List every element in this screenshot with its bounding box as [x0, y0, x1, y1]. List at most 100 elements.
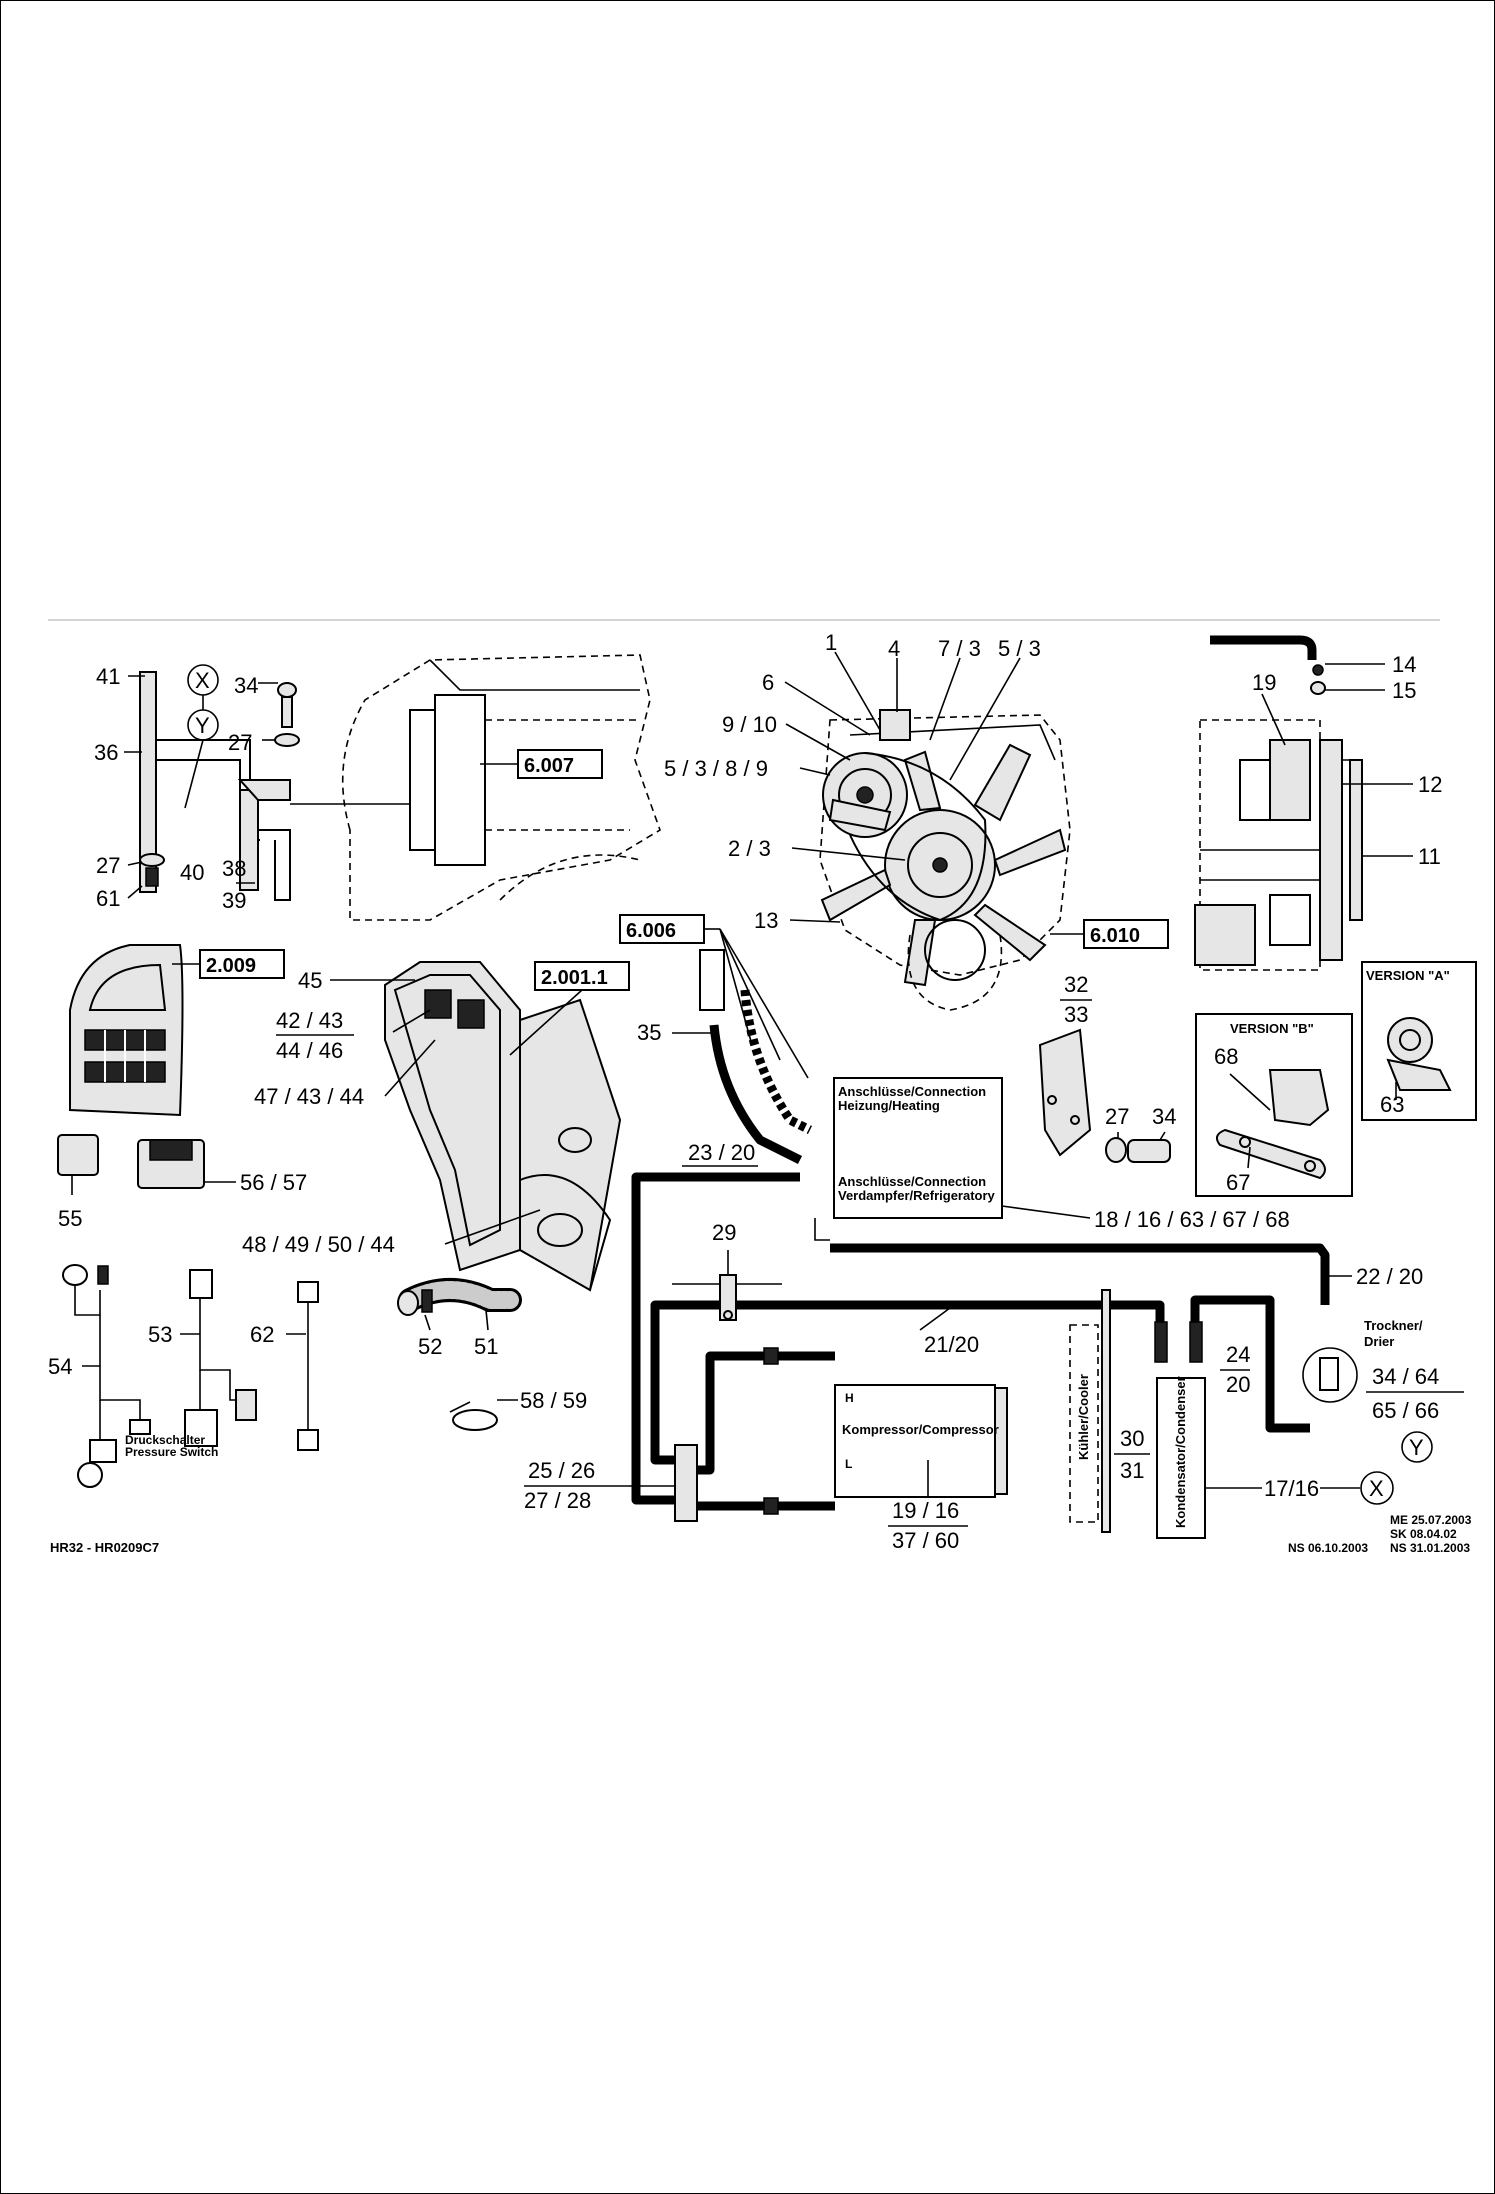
nut-15 — [1310, 681, 1326, 695]
radiator-12 — [1319, 739, 1343, 961]
label-22-20: 22 / 20 — [1356, 1264, 1423, 1289]
label-55: 55 — [58, 1206, 82, 1231]
label-47-43-44: 47 / 43 / 44 — [254, 1084, 364, 1109]
cooler-rod-30 — [1101, 1289, 1111, 1533]
washer-27-mid — [1105, 1137, 1127, 1163]
revision-3: NS 06.10.2003 — [1288, 1541, 1368, 1555]
version-a-box: VERSION "A" 63 — [1361, 961, 1477, 1121]
svg-text:Drier: Drier — [1364, 1334, 1394, 1349]
hose-51 — [397, 1278, 522, 1316]
label-52: 52 — [418, 1334, 442, 1359]
label-24: 24 — [1226, 1342, 1250, 1367]
label-58-59: 58 / 59 — [520, 1388, 587, 1413]
label-37-60: 37 / 60 — [892, 1528, 959, 1553]
svg-text:Kondensator/Condenser: Kondensator/Condenser — [1173, 1376, 1188, 1528]
washer-27-bottom — [139, 853, 165, 867]
clip-29 — [672, 1250, 782, 1321]
bolt-head-34 — [277, 682, 297, 698]
switch-panel — [69, 944, 184, 1117]
heater-hoses-35 — [699, 949, 813, 1165]
svg-text:Kompressor/Compressor: Kompressor/Compressor — [842, 1422, 999, 1437]
ref-box-6010[interactable]: 6.010 — [1083, 919, 1169, 949]
label-27c: 27 — [1105, 1104, 1129, 1129]
ref-box-6006[interactable]: 6.006 — [619, 914, 705, 944]
svg-text:H: H — [845, 1391, 854, 1405]
bolt-34-mid — [1127, 1139, 1171, 1163]
label-30: 30 — [1120, 1426, 1144, 1451]
label-31: 31 — [1120, 1458, 1144, 1483]
ref-box-6007[interactable]: 6.007 — [517, 749, 603, 779]
label-34b: 34 — [1152, 1104, 1176, 1129]
label-7-3: 7 / 3 — [938, 636, 981, 661]
svg-text:Heizung/Heating: Heizung/Heating — [838, 1098, 940, 1113]
rocker-switch-56 — [137, 1139, 205, 1189]
label-9-10: 9 / 10 — [722, 712, 777, 737]
bracket-32 — [1038, 1028, 1092, 1157]
drawing-id: HR32 - HR0209C7 — [50, 1540, 159, 1555]
label-34: 34 — [234, 673, 258, 698]
cab-frame-outline — [341, 654, 661, 921]
label-15: 15 — [1392, 678, 1416, 703]
label-63: 63 — [1380, 1092, 1404, 1117]
label-13: 13 — [754, 908, 778, 933]
label-27-28: 27 / 28 — [524, 1488, 591, 1513]
svg-text:2.001.1: 2.001.1 — [541, 967, 608, 989]
revision-4: NS 31.01.2003 — [1390, 1541, 1470, 1555]
svg-text:X: X — [1369, 1476, 1384, 1501]
label-56-57: 56 / 57 — [240, 1170, 307, 1195]
svg-text:X: X — [195, 668, 210, 693]
ref-box-2001-1[interactable]: 2.001.1 — [534, 961, 630, 991]
svg-text:6.006: 6.006 — [626, 920, 676, 942]
cooler-box: Kühler/Cooler — [1069, 1324, 1099, 1523]
label-11: 11 — [1418, 844, 1441, 869]
harness-53 — [184, 1269, 257, 1447]
svg-text:2.009: 2.009 — [206, 955, 256, 977]
compressor-box: Kompressor/Compressor H L — [834, 1384, 1008, 1498]
svg-text:6.010: 6.010 — [1090, 925, 1140, 947]
dryer-unit — [1194, 904, 1256, 966]
label-27b: 27 — [96, 853, 120, 878]
hose-clamp-25 — [674, 1444, 698, 1522]
bracket-assembly — [139, 671, 300, 901]
label-21-20: 21/20 — [924, 1332, 979, 1357]
revision-2: SK 08.04.02 — [1390, 1527, 1457, 1541]
cable-62 — [297, 1281, 319, 1451]
label-32: 32 — [1064, 972, 1088, 997]
condenser-box: Kondensator/Condenser — [1156, 1376, 1206, 1539]
label-42-43: 42 / 43 — [276, 1008, 343, 1033]
label-67: 67 — [1226, 1170, 1250, 1195]
label-41: 41 — [96, 664, 120, 689]
label-18-16-63-67-68: 18 / 16 / 63 / 67 / 68 — [1094, 1207, 1290, 1232]
ac-unit-right — [1194, 635, 1363, 971]
label-23-20: 23 / 20 — [688, 1140, 755, 1165]
label-25-26: 25 / 26 — [528, 1458, 595, 1483]
label-4: 4 — [888, 636, 900, 661]
label-51: 51 — [474, 1334, 498, 1359]
label-39: 39 — [222, 888, 246, 913]
svg-text:Trockner/: Trockner/ — [1364, 1318, 1423, 1333]
console-assembly — [384, 961, 622, 1292]
label-44-46: 44 / 46 — [276, 1038, 343, 1063]
label-38: 38 — [222, 856, 246, 881]
label-53: 53 — [148, 1322, 172, 1347]
clamp-58 — [449, 1401, 498, 1431]
label-29: 29 — [712, 1220, 736, 1245]
ref-box-2009[interactable]: 2.009 — [199, 949, 285, 979]
label-61: 61 — [96, 886, 120, 911]
label-35: 35 — [637, 1020, 661, 1045]
engine-assembly — [819, 709, 1071, 1011]
svg-text:Kühler/Cooler: Kühler/Cooler — [1076, 1374, 1091, 1460]
svg-text:Anschlüsse/Connection: Anschlüsse/Connection — [838, 1174, 986, 1189]
marker-y-bottom: Y — [1401, 1431, 1433, 1463]
svg-text:Y: Y — [195, 713, 210, 738]
label-62: 62 — [250, 1322, 274, 1347]
marker-x-bottom: X — [1360, 1471, 1394, 1505]
receiver-19 — [1269, 739, 1311, 821]
washer-27-top — [274, 733, 300, 747]
label-5-3: 5 / 3 — [998, 636, 1041, 661]
svg-text:Verdampfer/Refrigeratory: Verdampfer/Refrigeratory — [838, 1188, 996, 1203]
label-5-3-8-9: 5 / 3 / 8 / 9 — [664, 756, 768, 781]
label-36: 36 — [94, 740, 118, 765]
fan-guard-11 — [1349, 759, 1363, 921]
